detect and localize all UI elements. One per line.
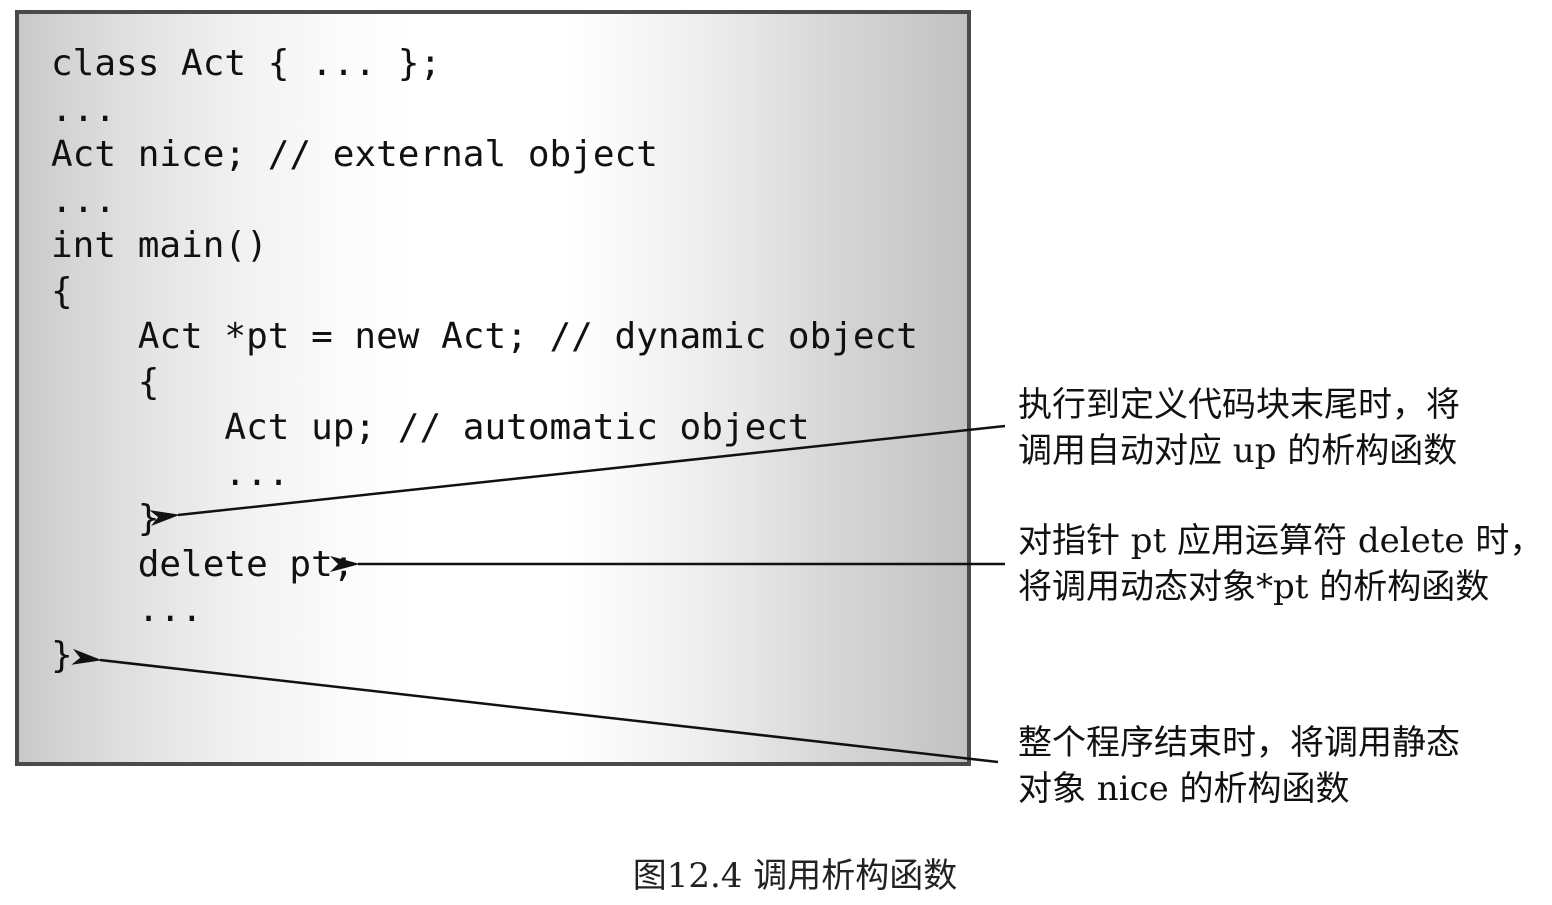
note-line: 整个程序结束时，将调用静态 <box>1018 723 1460 763</box>
note-line: 将调用动态对象*pt 的析构函数 <box>1018 567 1490 607</box>
code-line: ... <box>51 589 203 630</box>
figure-caption: 图12.4 调用析构函数 <box>632 856 958 896</box>
arrow-automatic-object <box>149 424 1006 526</box>
code-line: ... <box>51 89 117 130</box>
code-line: } <box>51 498 160 539</box>
note-static-object: 整个程序结束时，将调用静态 对象 nice 的析构函数 <box>1018 720 1460 812</box>
note-automatic-object: 执行到定义代码块末尾时，将 调用自动对应 up 的析构函数 <box>1018 382 1460 474</box>
note-dynamic-object: 对指针 pt 应用运算符 delete 时， 将调用动态对象*pt 的析构函数 <box>1018 518 1543 610</box>
note-line: 对指针 pt 应用运算符 delete 时， <box>1018 521 1544 561</box>
note-line: 调用自动对应 up 的析构函数 <box>1018 431 1458 471</box>
code-line: { <box>51 362 160 403</box>
code-line: } <box>51 635 73 676</box>
note-line: 对象 nice 的析构函数 <box>1018 769 1350 809</box>
code-line: class Act { ... }; <box>51 43 442 84</box>
code-line: Act nice; // external object <box>51 134 658 175</box>
code-listing-box: class Act { ... }; ... Act nice; // exte… <box>15 10 971 766</box>
note-line: 执行到定义代码块末尾时，将 <box>1018 385 1460 425</box>
code-line: { <box>51 271 73 312</box>
code-line: Act up; // automatic object <box>51 407 810 448</box>
arrow-static-object <box>71 648 999 764</box>
code-line: ... <box>51 180 117 221</box>
code-line: int main() <box>51 225 268 266</box>
code-line: Act *pt = new Act; // dynamic object <box>51 316 918 357</box>
code-line: ... <box>51 453 290 494</box>
